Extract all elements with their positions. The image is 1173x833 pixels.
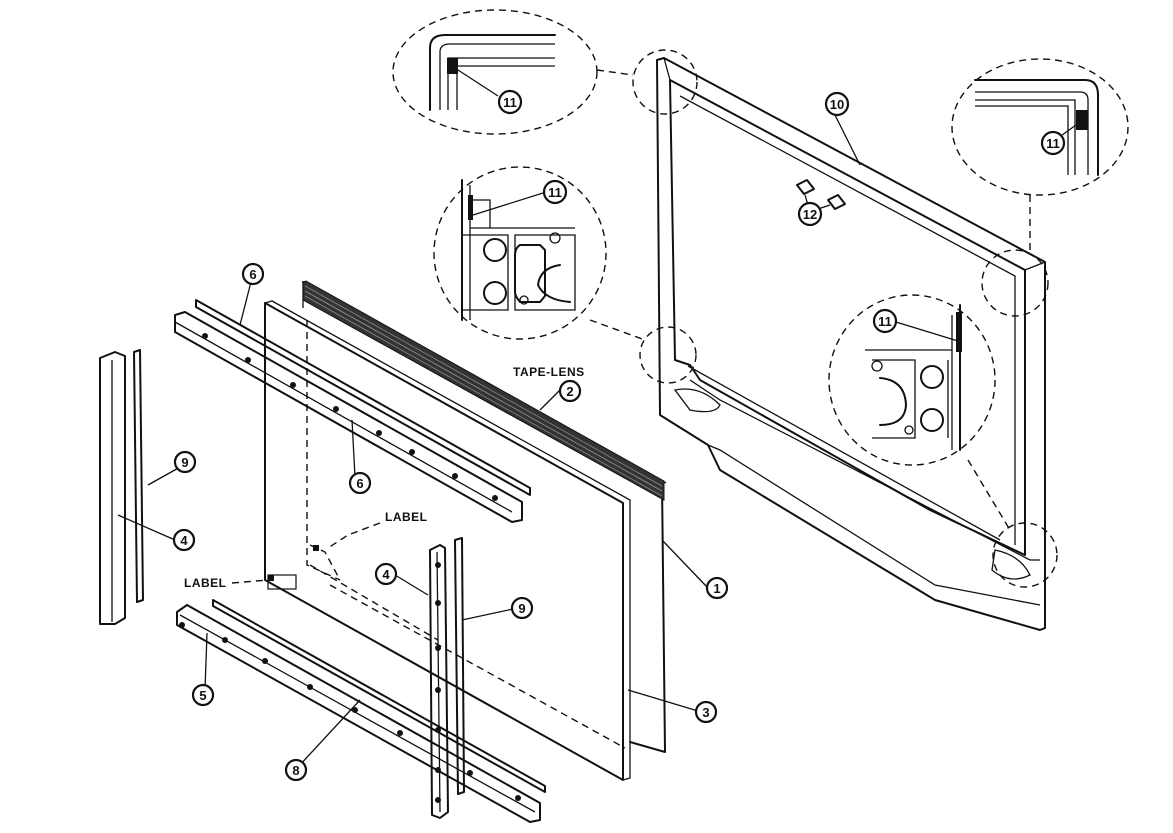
- svg-text:11: 11: [878, 314, 892, 329]
- svg-text:9: 9: [181, 455, 188, 470]
- callout-10: 10: [824, 91, 850, 117]
- svg-text:8: 8: [292, 763, 299, 778]
- front-panel-3: [264, 300, 631, 781]
- svg-text:6: 6: [356, 476, 363, 491]
- callout-9-left: 9: [173, 450, 197, 474]
- top-rail-assembly: [174, 299, 531, 523]
- cabinet-frame: [656, 57, 1046, 631]
- callout-4-left: 4: [172, 528, 196, 552]
- label-text-top: LABEL: [385, 510, 428, 524]
- frame-detail-markers: [632, 49, 1058, 588]
- leader-lines: [117, 104, 861, 768]
- svg-text:6: 6: [249, 267, 256, 282]
- tape-lens-label: TAPE-LENS: [513, 365, 585, 379]
- svg-text:4: 4: [180, 533, 188, 548]
- callout-9-center: 9: [510, 596, 534, 620]
- svg-text:11: 11: [1046, 136, 1060, 151]
- callout-1: 1: [705, 576, 729, 600]
- callout-4-center: 4: [374, 562, 398, 586]
- callout-12: 12: [797, 201, 823, 227]
- detail-bubble-top-right: [951, 58, 1129, 250]
- detail-bubble-middle-right: [828, 294, 1011, 531]
- tape-lens-2: [302, 280, 665, 501]
- detail-bubble-middle-left: [433, 166, 646, 341]
- svg-text:2: 2: [566, 384, 573, 399]
- svg-text:11: 11: [503, 95, 517, 110]
- bottom-rail-assembly: [176, 599, 546, 823]
- detail-bubble-top-left: [392, 9, 634, 135]
- callout-6-top: 6: [241, 262, 265, 286]
- callout-11-middle-left: 11: [542, 179, 568, 205]
- callout-6-middle: 6: [348, 471, 372, 495]
- label-tab-left: [267, 574, 297, 590]
- svg-text:3: 3: [702, 705, 709, 720]
- callout-11-top-right: 11: [1040, 130, 1066, 156]
- svg-text:5: 5: [199, 688, 206, 703]
- callout-8: 8: [284, 758, 308, 782]
- callout-11-middle-right: 11: [872, 308, 898, 334]
- center-side-rails: [429, 537, 465, 819]
- svg-text:11: 11: [548, 185, 562, 200]
- svg-text:10: 10: [830, 97, 844, 112]
- left-side-rails: [99, 349, 144, 625]
- callout-5: 5: [191, 683, 215, 707]
- callout-2: 2: [558, 379, 582, 403]
- svg-text:9: 9: [518, 601, 525, 616]
- label-text-left: LABEL: [184, 576, 227, 590]
- callout-3: 3: [694, 700, 718, 724]
- callout-11-top-left: 11: [497, 89, 523, 115]
- svg-text:4: 4: [382, 567, 390, 582]
- svg-text:1: 1: [713, 581, 720, 596]
- svg-text:12: 12: [803, 207, 817, 222]
